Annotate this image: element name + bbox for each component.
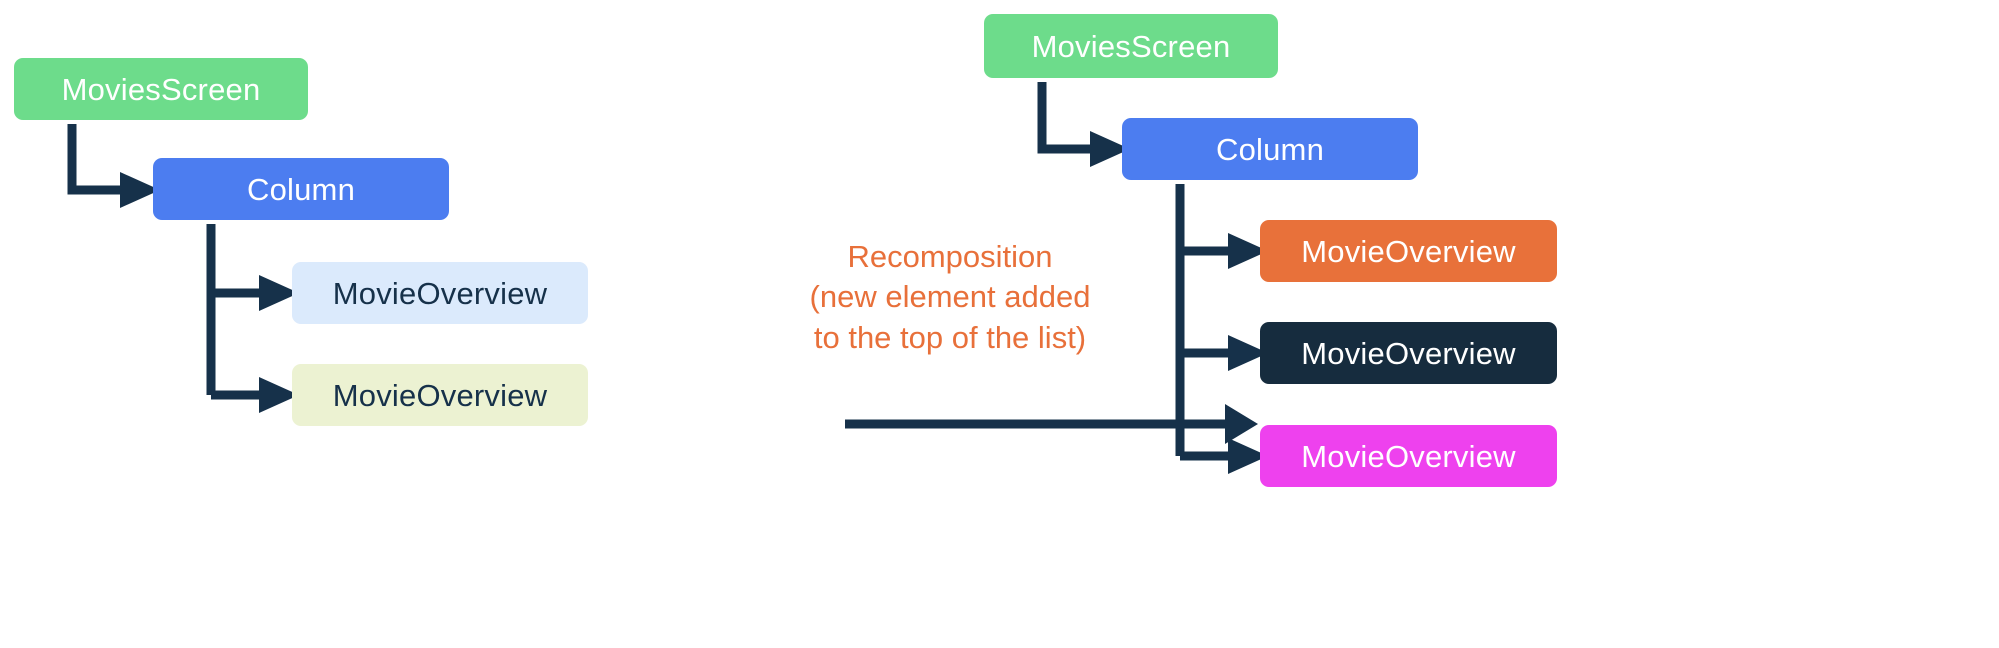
node-label: MoviesScreen — [61, 71, 261, 107]
node-label: MoviesScreen — [1031, 28, 1231, 64]
node-label: MovieOverview — [332, 377, 548, 413]
node-label: MovieOverview — [1301, 438, 1516, 474]
transition-label: Recomposition (new element added to the … — [660, 237, 1240, 358]
node-label: MovieOverview — [332, 275, 548, 311]
transition-arrow — [840, 398, 1270, 450]
node-right-movie-overview-3[interactable]: MovieOverview — [1260, 425, 1557, 487]
node-left-movie-overview-1[interactable]: MovieOverview — [292, 262, 588, 324]
transition-label-line-1: Recomposition — [847, 239, 1053, 274]
node-right-movie-overview-1[interactable]: MovieOverview — [1260, 220, 1557, 282]
node-label: MovieOverview — [1301, 335, 1516, 371]
node-label: Column — [1215, 131, 1325, 167]
node-left-movie-overview-2[interactable]: MovieOverview — [292, 364, 588, 426]
node-label: MovieOverview — [1301, 233, 1516, 269]
node-left-movies-screen[interactable]: MoviesScreen — [14, 58, 308, 120]
node-label: Column — [246, 171, 356, 207]
node-right-movies-screen[interactable]: MoviesScreen — [984, 14, 1278, 78]
node-right-column[interactable]: Column — [1122, 118, 1418, 180]
node-right-movie-overview-2[interactable]: MovieOverview — [1260, 322, 1557, 384]
transition-label-line-2: (new element added — [809, 279, 1091, 315]
transition-label-line-3: to the top of the list) — [813, 319, 1087, 355]
node-left-column[interactable]: Column — [153, 158, 449, 220]
